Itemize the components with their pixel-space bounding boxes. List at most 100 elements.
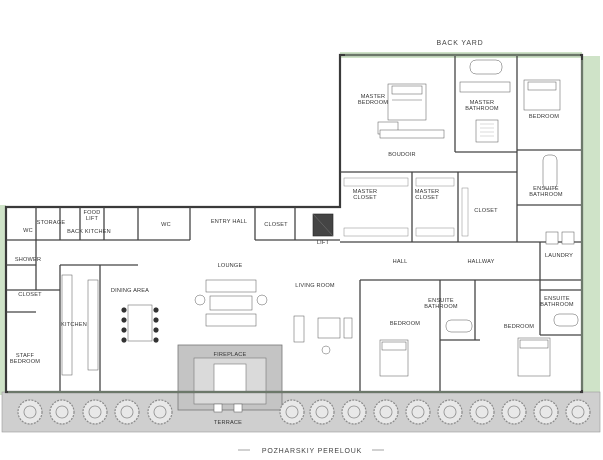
room-label-line: BEDROOM	[504, 324, 534, 330]
room-label-wc-w: WC	[23, 228, 33, 234]
tree-icon	[437, 399, 463, 425]
room-label-line: HALLWAY	[467, 259, 494, 265]
master-tub	[469, 59, 503, 75]
room-label-bedroom-e: BEDROOM	[504, 324, 534, 330]
room-label-line: BEDROOM	[10, 359, 40, 365]
room-label-closet-e: CLOSET	[474, 208, 498, 214]
room-label-closet-c: CLOSET	[264, 222, 288, 228]
room-label-hall: HALL	[393, 259, 408, 265]
tub-c	[445, 319, 473, 333]
room-label-lounge: LOUNGE	[218, 263, 243, 269]
ne-bed	[523, 79, 561, 111]
ne-tub	[542, 154, 558, 190]
room-label-back-kitchen: BACK KITCHEN	[67, 229, 111, 235]
room-label-lift: LIFT	[317, 240, 330, 246]
room-label-shower: SHOWER	[15, 257, 41, 263]
room-label-line: LIFT	[317, 240, 330, 246]
room-label-closet-w: CLOSET	[18, 292, 42, 298]
room-label-line: BATHROOM	[529, 192, 563, 198]
back-yard-label: BACK YARD	[436, 40, 483, 47]
room-label-line: CLOSET	[474, 208, 498, 214]
room-label-line: MASTER	[361, 94, 386, 100]
tub-e	[553, 313, 579, 327]
tree-icon	[17, 399, 43, 425]
tree-icon	[501, 399, 527, 425]
room-label-line: FIREPLACE	[214, 352, 247, 358]
room-label-line: LOUNGE	[218, 263, 243, 269]
room-label-kitchen: KITCHEN	[61, 322, 87, 328]
room-label-line: SHOWER	[15, 257, 41, 263]
exterior-wall	[4, 53, 584, 394]
room-label-line: BACK KITCHEN	[67, 229, 111, 235]
room-label-line: DINING AREA	[111, 288, 149, 294]
room-label-line: MASTER	[353, 189, 378, 195]
room-label-bedroom-ne: BEDROOM	[529, 114, 559, 120]
room-label-line: BATHROOM	[424, 304, 458, 310]
room-label-dining-area: DINING AREA	[111, 288, 149, 294]
closet-shelving	[343, 177, 469, 237]
room-label-line: LIVING ROOM	[295, 283, 335, 289]
shower-grid	[480, 123, 494, 137]
bed-e	[517, 337, 551, 377]
room-label-storage: STORAGE	[37, 220, 66, 226]
kitchen-counter	[61, 274, 73, 376]
tree-icon	[114, 399, 140, 425]
room-label-line: BATHROOM	[540, 302, 574, 308]
boudoir-counter	[379, 129, 445, 139]
bed-c	[379, 339, 409, 377]
room-label-line: KITCHEN	[61, 322, 87, 328]
glazing	[8, 54, 583, 393]
room-label-living-room: LIVING ROOM	[295, 283, 335, 289]
kitchen-island	[87, 279, 99, 371]
terrace-trees	[17, 399, 591, 425]
tree-icon	[373, 399, 399, 425]
room-label-line: BEDROOM	[390, 321, 420, 327]
room-label-line: MASTER	[470, 100, 495, 106]
green-strip-west	[0, 205, 6, 395]
interior-walls	[6, 55, 582, 392]
room-label-line: WC	[23, 228, 33, 234]
master-shower	[475, 119, 499, 143]
room-label-hallway: HALLWAY	[467, 259, 494, 265]
lift-cross	[312, 213, 334, 237]
tree-icon	[469, 399, 495, 425]
room-label-line: FOOD	[84, 210, 101, 216]
tree-icon	[565, 399, 591, 425]
master-vanity	[459, 81, 511, 93]
room-label-bedroom-c: BEDROOM	[390, 321, 420, 327]
room-label-line: LAUNDRY	[545, 253, 573, 259]
fireplace-hearth	[213, 363, 247, 393]
lounge-seating	[194, 279, 268, 327]
room-label-boudoir: BOUDOIR	[388, 152, 416, 158]
street-label: POZHARSKIY PERELOUK	[262, 448, 362, 455]
room-label-line: CLOSET	[415, 195, 439, 201]
room-label-line: WC	[161, 222, 171, 228]
room-label-line: STAFF	[16, 353, 35, 359]
tree-icon	[82, 399, 108, 425]
room-label-line: BEDROOM	[358, 100, 388, 106]
master-bed	[387, 83, 427, 121]
laundry-unit-2	[561, 231, 575, 245]
room-label-line: ENSUITE	[428, 298, 454, 304]
room-label-line: ENSUITE	[533, 186, 559, 192]
tree-icon	[341, 399, 367, 425]
room-label-laundry: LAUNDRY	[545, 253, 573, 259]
room-label-line: STORAGE	[37, 220, 66, 226]
room-label-line: ENTRY HALL	[211, 219, 247, 225]
dining-table	[121, 304, 159, 343]
tree-icon	[147, 399, 173, 425]
room-label-wc-c: WC	[161, 222, 171, 228]
tree-icon	[49, 399, 75, 425]
